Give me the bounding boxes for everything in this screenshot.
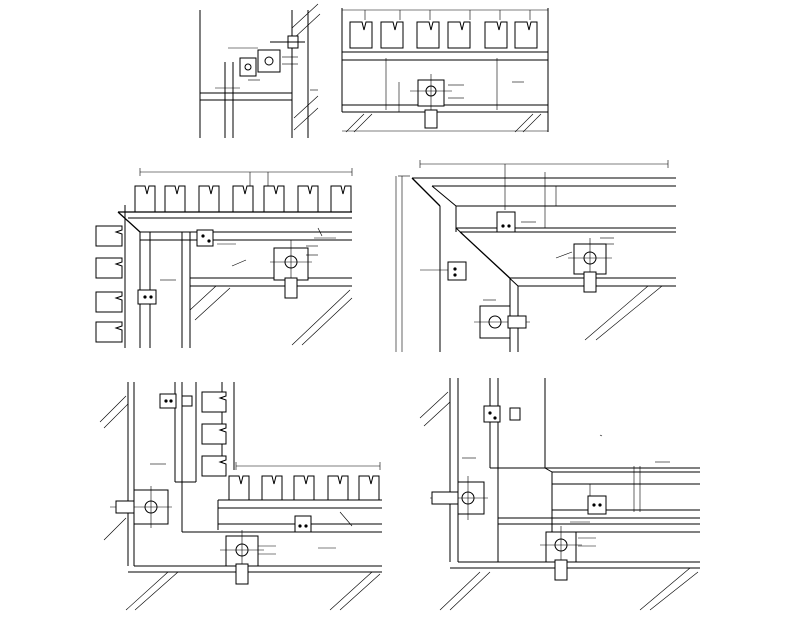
detail-middle-left [95,168,353,348]
tile-row-top-right [349,21,538,49]
tile-row-middle-left [134,185,352,213]
tile-column-middle-left [95,225,123,343]
detail-bottom-left [99,382,382,611]
tile-column-bottom-left [201,391,227,477]
tile-row-bottom-left [228,475,380,501]
detail-bottom-right [419,378,700,611]
detail-middle-right [395,160,676,352]
detail-top-right [341,8,549,133]
detail-top-left [199,3,321,138]
